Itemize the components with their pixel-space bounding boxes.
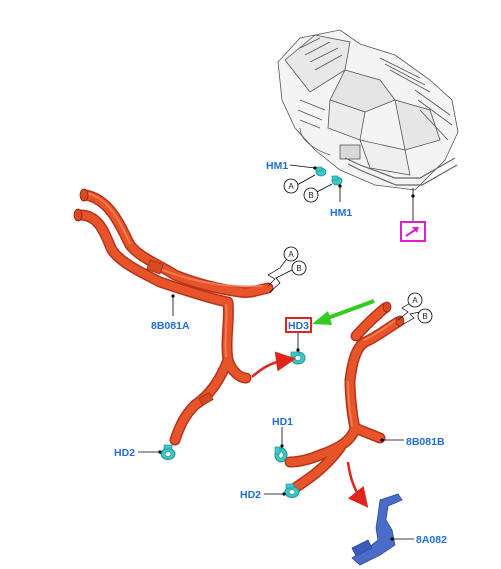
svg-text:B: B [296,264,301,273]
svg-text:A: A [288,250,294,259]
callout-hd2-right: HD2 [240,489,261,501]
bracket-8a082 [351,493,403,566]
pipe-8b081a [73,188,274,446]
callout-8b081b: 8B081B [406,436,445,448]
connector-a-lower: A [407,292,423,308]
hm1-clamp-lower [331,175,343,186]
hm1-clamp-upper [315,166,327,177]
hd2-clamp-left [160,444,176,460]
svg-text:A: A [412,296,418,305]
callout-hd2-left: HD2 [114,447,135,459]
hm1-leaders [289,164,341,202]
connector-a-heater: A [283,178,299,194]
connector-b-lower: B [417,308,433,324]
svg-text:B: B [422,312,427,321]
svg-text:B: B [308,191,313,200]
pipe-8b081b [284,301,405,494]
hd3-highlight-box [285,317,312,333]
red-arrow-to-bracket [346,461,369,508]
callout-8a082: 8A082 [416,534,447,546]
zoom-arrow-icon [400,188,426,242]
red-curved-arrow-icon [251,351,296,378]
callout-hd1: HD1 [272,416,293,428]
hvac-heater-unit [277,29,459,191]
hd2-clamp-right [284,483,300,498]
callout-hm1-top: HM1 [266,160,288,172]
callout-hm1-bottom: HM1 [330,207,352,219]
green-arrow-icon [312,299,375,325]
connector-a-upper: A [283,246,299,262]
callout-8b081a: 8B081A [151,320,190,332]
hd1-clamp [274,446,288,463]
hd3-clamp [290,351,306,365]
svg-text:A: A [288,182,294,191]
callout-hd3: HD3 [288,320,309,332]
connector-b-heater: B [303,187,319,203]
connector-b-upper: B [291,260,307,276]
